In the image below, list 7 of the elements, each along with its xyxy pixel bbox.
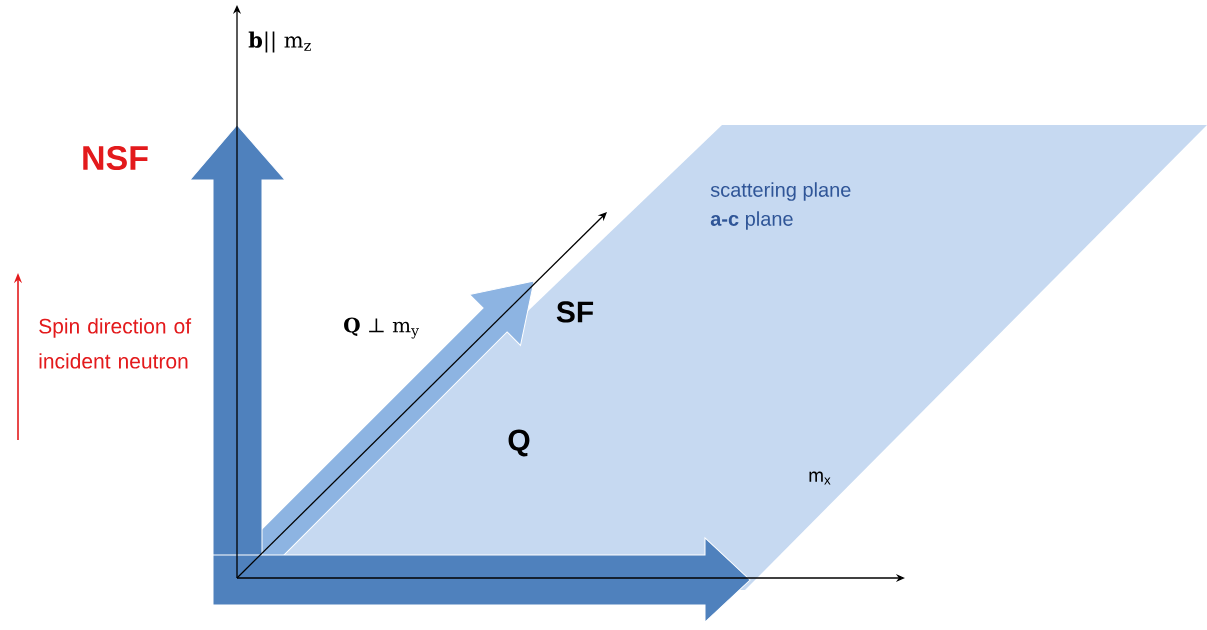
sf-label: SF bbox=[556, 301, 594, 323]
nsf-label: NSF bbox=[83, 145, 148, 171]
spin-label: Spin direction of incident neutron bbox=[39, 318, 192, 369]
axis-label: Q ⊥ m$_{y}$ bbox=[344, 317, 419, 339]
q-label: Q bbox=[508, 429, 530, 457]
axis-label: m$_{x}$ bbox=[809, 471, 831, 485]
axis-label: b|| m$_{z}$ bbox=[248, 31, 311, 53]
